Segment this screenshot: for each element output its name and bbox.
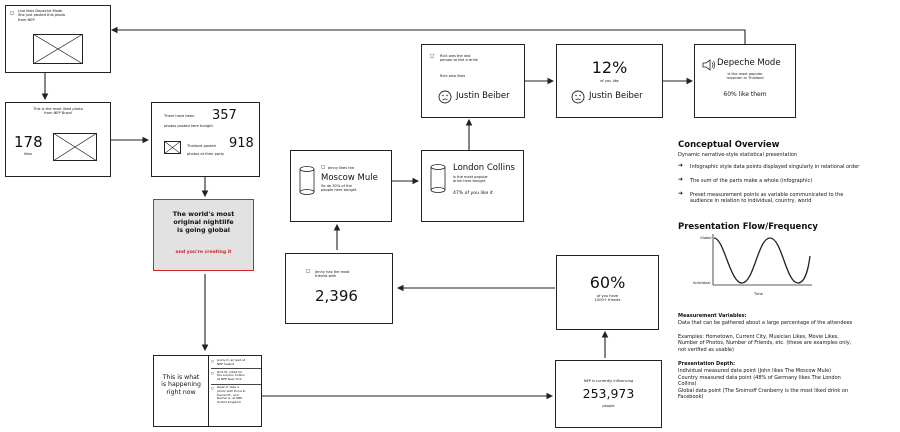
percent-12-artist: Justin Beiber [589, 91, 643, 101]
london-line1: is the most popular drink here tonight [453, 175, 488, 184]
feed-divider [208, 356, 209, 426]
percent-60: 60% [589, 273, 626, 292]
measurement-desc: Data that can be gathered about a large … [678, 320, 853, 326]
user-icon: ◻ [211, 359, 214, 363]
user-icon: ◻ [211, 370, 214, 375]
feed-item-text: Jenny D. arrived at NEP Ireland [217, 358, 246, 366]
frequency-wave [713, 237, 811, 284]
percent-60-sub: of you have 1000+ friends [594, 294, 621, 303]
rick-artist: Justin Beiber [456, 91, 510, 101]
box-happening-now: This is what is happening right now ◻ Je… [153, 355, 262, 427]
country-suffix: photos at their party [187, 152, 225, 156]
feed-list: ◻ Jenny D. arrived at NEP Ireland ◻ Rick… [211, 358, 261, 404]
country-prefix: Thailand posted [187, 144, 216, 148]
jenny-line2: So do 30% of the people here tonight [321, 184, 357, 193]
rick-line2: Rick also likes [440, 74, 466, 78]
overview-title: Conceptual Overview [678, 140, 780, 150]
box-lisa: ◻ Lisa likes Depeche Mode She just poste… [5, 5, 111, 73]
user-icon: ◻ [321, 164, 326, 170]
jenny-drink-name: Moscow Mule [321, 173, 378, 183]
arrow-right-icon: ➜ [678, 190, 684, 197]
depth-line: Country measured data point (48% of Germ… [678, 375, 841, 388]
percent-12-sub: of you like [600, 79, 619, 83]
photos-line1: There have been [164, 114, 195, 118]
flow-y-bottom: Individual [693, 281, 711, 285]
depeche-name: Depeche Mode [717, 58, 781, 68]
sad-face-icon [438, 90, 452, 104]
likes-label: likes [24, 152, 33, 156]
london-name: London Collins [453, 163, 515, 173]
frequency-graph [712, 234, 812, 286]
feed-item: ◻ Rick W. voted for the London Collins a… [211, 369, 261, 382]
flow-title: Presentation Flow/Frequency [678, 222, 818, 232]
photos-line2: photos posted here tonight [164, 124, 213, 128]
happening-text: This is what is happening right now [161, 374, 201, 396]
overview-bullet-text: Infographic style data points displayed … [690, 164, 860, 170]
depth-line: Individual measured data point (John lik… [678, 368, 832, 374]
box-photos-posted: There have been 357 photos posted here t… [151, 102, 260, 177]
lisa-text: Lisa likes Depeche Mode She just posted … [18, 9, 66, 22]
box-influencing: NEP is currently influencing 253,973 peo… [555, 360, 662, 428]
influence-count: 253,973 [582, 386, 635, 401]
feed-item: ◻ Jenny D. arrived at NEP Ireland [211, 358, 261, 366]
arrow-right-icon: ➜ [678, 162, 684, 169]
friends-count: 2,396 [315, 287, 358, 305]
rick-line1: Rick was the last person to like a drink [440, 54, 478, 63]
feed-item: ◻ Rajan P. take a photo with Fiona P., D… [211, 386, 261, 404]
overview-bullet-text: Preset measurement points as variable co… [690, 192, 844, 204]
image-placeholder-icon [164, 141, 181, 154]
image-placeholder-icon [53, 133, 97, 161]
box-depeche-mode: Depeche Mode is the most popular musicia… [694, 44, 796, 118]
user-icon: ◻ [211, 386, 214, 391]
image-placeholder-icon [33, 34, 83, 64]
measurement-title: Measurement Variables: [678, 313, 747, 319]
box-rick: ◻ Rick was the last person to like a dri… [421, 44, 525, 118]
headline-text: The world's most original nightlife is g… [172, 210, 235, 234]
overview-bullet: ➜ Preset measurement points as variable … [678, 190, 893, 205]
measurement-examples: Examples: Hometown, Current City, Musici… [678, 334, 852, 353]
overview-subtitle: Dynamic narrative-style statistical pres… [678, 152, 798, 158]
box-london-collins: London Collins is the most popular drink… [421, 150, 524, 222]
friends-line1: Jenny has the most friends with [315, 270, 350, 279]
percent-12: 12% [591, 58, 628, 77]
feed-item-text: Rick W. voted for the London Collins at … [217, 369, 245, 382]
arrow-right-icon: ➜ [678, 176, 684, 183]
glass-icon [299, 166, 315, 195]
overview-bullet: ➜ The sum of the parts make a whole (inf… [678, 176, 893, 185]
influence-line2: people [602, 404, 615, 408]
depeche-line1: is the most popular musician in Thailand [726, 72, 764, 81]
box-most-liked-photo: This is the most liked photo from NEP Br… [5, 102, 111, 177]
jenny-line1: Jenny likes the [328, 166, 355, 170]
box-60-percent: 60% of you have 1000+ friends [556, 255, 659, 330]
influence-line1: NEP is currently influencing [583, 379, 634, 383]
london-stat: 47% of you like it [453, 191, 493, 196]
depth-line: Global data point (The Smirnoff Cranberr… [678, 388, 849, 401]
user-icon: ◻ [306, 268, 311, 274]
sad-face-icon [571, 90, 585, 104]
feed-separator [211, 368, 261, 369]
speaker-icon [702, 59, 716, 71]
box-12-percent: 12% of you like Justin Beiber [556, 44, 663, 118]
overview-bullet-text: The sum of the parts make a whole (infog… [690, 178, 813, 184]
feed-item-text: Rajan P. take a photo with Fiona P., Dan… [217, 385, 247, 404]
likes-count: 178 [14, 133, 43, 151]
box-jenny-friends: ◻ Jenny has the most friends with 2,396 [285, 253, 393, 324]
box-global-headline: The world's most original nightlife is g… [153, 199, 254, 271]
box-jenny-drink: ◻ Jenny likes the Moscow Mule So do 30% … [290, 150, 392, 222]
glass-icon [430, 164, 446, 193]
headline-sub: and you're creating it [175, 250, 232, 255]
depth-title: Presentation Depth: [678, 361, 736, 367]
user-icon: ◻ [10, 10, 15, 16]
overview-bullet: ➜ Infographic style data points displaye… [678, 162, 893, 171]
feed-separator [211, 383, 261, 385]
photo-caption: This is the most liked photo from NEP Br… [33, 107, 83, 116]
depeche-stat: 60% like them [723, 91, 767, 98]
flow-y-top: Global [700, 236, 712, 240]
user-icon: ◻ [430, 53, 435, 59]
country-count: 918 [229, 136, 254, 151]
flow-x-label: Time [754, 292, 763, 296]
photos-count: 357 [212, 108, 237, 123]
